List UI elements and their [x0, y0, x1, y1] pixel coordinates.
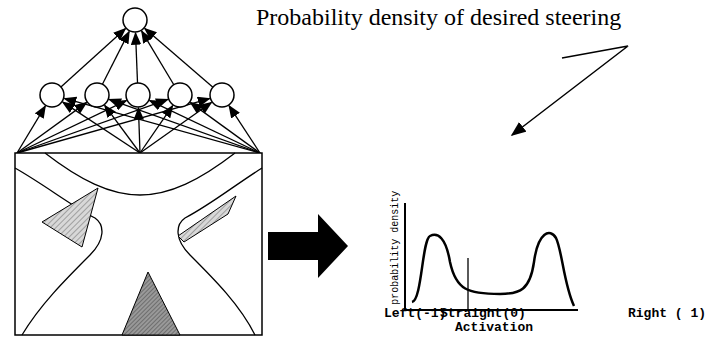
leader-line [512, 46, 628, 135]
network-link [140, 103, 211, 153]
network-link [136, 33, 138, 83]
network-link [17, 103, 86, 153]
neuron [210, 83, 234, 107]
network-link [105, 105, 140, 153]
big-arrow [268, 214, 348, 278]
input-image [15, 153, 262, 335]
axis-label: probability density [390, 191, 402, 305]
neuron [40, 83, 64, 107]
network-link [229, 106, 260, 153]
network-link [150, 101, 260, 153]
road-marking [178, 196, 236, 242]
network-link [145, 28, 213, 87]
road-edges [15, 153, 262, 335]
tick-label: Straight(0) [440, 307, 526, 322]
network-link [109, 99, 260, 153]
road-marking [122, 272, 180, 335]
network-link [63, 102, 140, 153]
tick-label: Right ( 1) [628, 307, 706, 322]
plot-title: Probability density of desired steering [256, 4, 621, 32]
network-connections [17, 28, 260, 153]
axis-label: Activation [455, 321, 533, 336]
plot [405, 203, 578, 310]
network-link [138, 108, 140, 153]
network-link [140, 106, 173, 153]
network-link [102, 32, 129, 85]
neuron [168, 83, 192, 107]
neuron [85, 83, 109, 107]
tick-label: Left(-1) [384, 307, 446, 322]
road-marking [42, 188, 98, 247]
neuron [126, 83, 150, 107]
neurons [40, 8, 234, 107]
neuron [123, 8, 147, 32]
